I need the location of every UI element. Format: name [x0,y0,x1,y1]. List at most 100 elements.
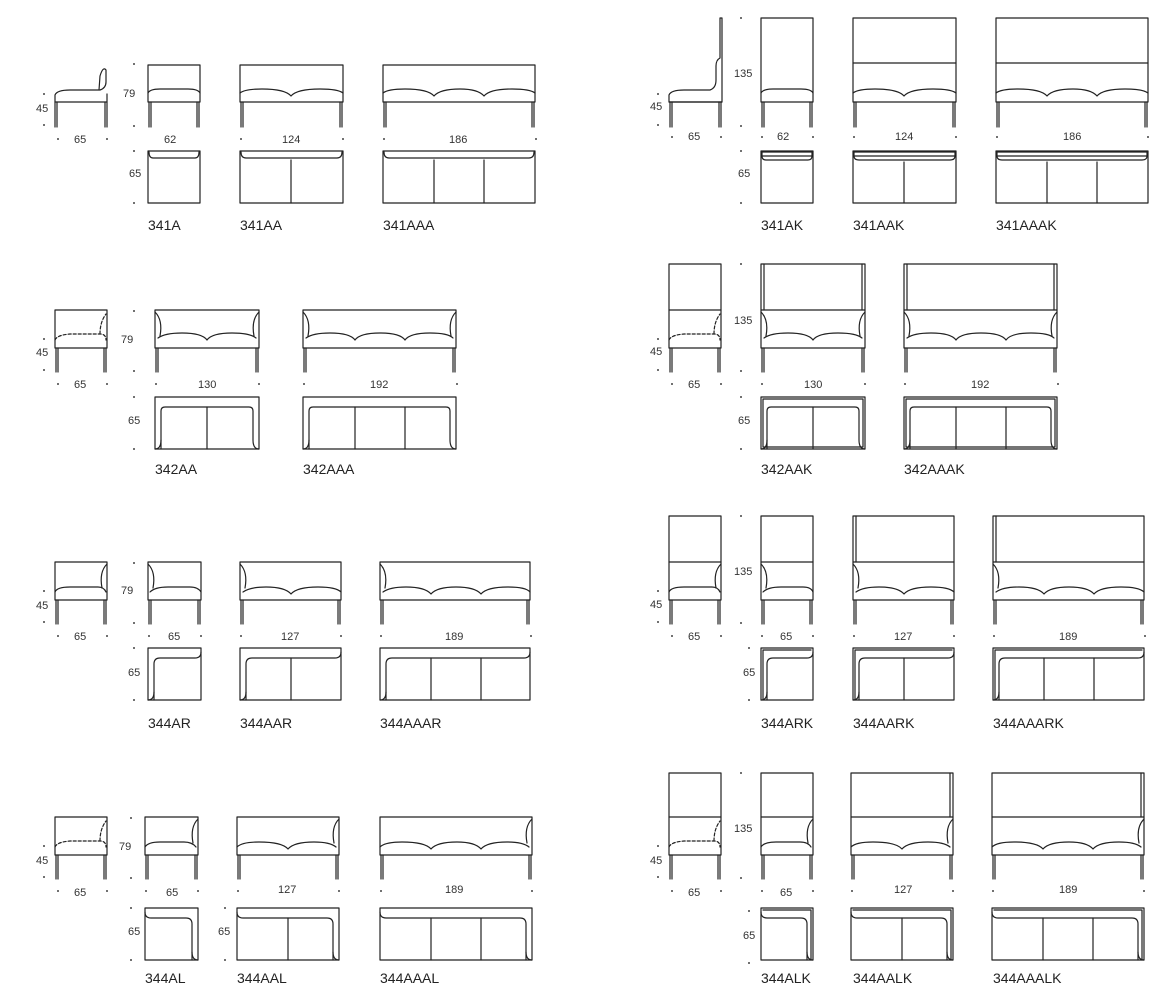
row2-left-code-2: 342AAA [303,461,355,477]
row4-right-depth: 65 [743,930,756,942]
dim-dot [106,635,108,637]
dim-dot [812,136,814,138]
dim-dot [106,138,108,140]
dim-dot [224,959,226,961]
dim-dot [530,635,532,637]
dim-dot [57,138,59,140]
row3-left-sofa-2 [239,561,342,625]
dim-dot [200,635,202,637]
dim-dot [535,138,537,140]
dim-dot [130,959,132,961]
dim-dot [740,396,742,398]
row4-left-width-1: 65 [166,887,179,899]
dim-dot [258,383,260,385]
row1-left-sofa-3 [382,64,536,128]
dim-dot [864,383,866,385]
row1-right-depth: 65 [738,168,751,180]
dim-dot [57,383,59,385]
row2-left-width-1: 130 [198,379,217,391]
dim-dot [155,383,157,385]
row4-left-seat-height: 45 [36,855,49,867]
dim-dot [224,907,226,909]
row3-right-code-1: 344ARK [761,715,814,731]
row2-left-width-2: 192 [370,379,389,391]
row2-right-code-1: 342AAK [761,461,813,477]
row1-right-seat-height: 45 [650,101,663,113]
dim-dot [761,635,763,637]
row4-right-overall-height: 135 [734,823,753,835]
dim-dot [43,124,45,126]
row3-left-side-view [54,561,108,625]
row3-left-code-2: 344AAR [240,715,293,731]
row1-right-side-view [668,17,723,128]
row2-right-sofa-2 [760,263,866,373]
row1-right-width-2: 124 [895,131,914,143]
row3-right-width-1: 65 [780,631,793,643]
row3-left-width-3: 189 [445,631,464,643]
row1-left-sofa-2 [239,64,344,128]
row1-left-side-width: 65 [74,134,87,146]
row2-right-code-2: 342AAAK [904,461,965,477]
row1-right-side-width: 65 [688,131,701,143]
row4-right-code-2: 344AALK [853,970,913,986]
row3-right-width-2: 127 [894,631,913,643]
dim-dot [133,396,135,398]
row3-right-sofa-3 [992,515,1145,625]
dim-dot [740,150,742,152]
row2-left-plans [154,396,457,450]
row1-right-sofa-1 [760,17,814,128]
dim-dot [1144,635,1146,637]
dim-dot [740,515,742,517]
row1-left-code-3: 341AAA [383,217,435,233]
row2-right-seat-height: 45 [650,346,663,358]
row3-left-code-1: 344AR [148,715,191,731]
row4-left-code-3: 344AAAL [380,970,440,986]
dim-dot [740,448,742,450]
row2-right-width-1: 130 [804,379,823,391]
dim-dot [303,383,305,385]
row2-left-code-1: 342AA [155,461,198,477]
row4-left-code-1: 344AL [145,970,186,986]
dim-dot [812,635,814,637]
row2-right-depth: 65 [738,415,751,427]
row2-right-plans [760,396,1058,450]
row4-left-width-2: 127 [278,884,297,896]
row3-right-code-3: 344AAARK [993,715,1064,731]
row2-right-width-2: 192 [971,379,990,391]
row1-left-width-1: 62 [164,134,177,146]
row4-left-depth-2: 65 [218,926,231,938]
row3-right-width-3: 189 [1059,631,1078,643]
row3-right-depth: 65 [743,667,756,679]
dim-dot [671,635,673,637]
dim-dot [671,136,673,138]
row3-left-plans [147,647,531,701]
dim-dot [992,890,994,892]
row1-right-overall-height: 135 [734,68,753,80]
row3-right-overall-height: 135 [734,566,753,578]
row3-right-code-2: 344AARK [853,715,915,731]
row3-right-plans [760,647,1145,701]
dim-dot [993,635,995,637]
row3-left-depth: 65 [128,667,141,679]
dim-dot [133,202,135,204]
row1-left-seat-height: 45 [36,103,49,115]
row2-left-sofa-2 [154,309,260,373]
dim-dot [148,635,150,637]
dim-dot [1143,890,1145,892]
row1-right-width-3: 186 [1063,131,1082,143]
dim-dot [456,383,458,385]
row4-right-code-1: 344ALK [761,970,811,986]
dim-dot [106,383,108,385]
row4-left-side-width: 65 [74,887,87,899]
dim-dot [1147,136,1149,138]
dim-dot [43,338,45,340]
dim-dot [43,845,45,847]
dim-dot [853,136,855,138]
row4-left-width-3: 189 [445,884,464,896]
row4-left-depth: 65 [128,926,141,938]
dim-dot [380,890,382,892]
dim-dot [106,890,108,892]
dim-dot [133,448,135,450]
row3-left-overall-height: 79 [121,585,134,597]
